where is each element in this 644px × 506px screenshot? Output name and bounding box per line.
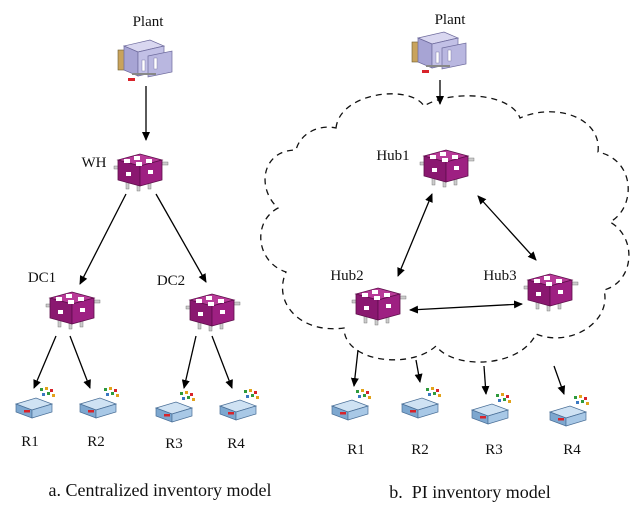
centralized-model: Plant WH DC1 DC2 R1 R2 R3 R4 a. Centrali…: [15, 14, 272, 500]
warehouse-icon: [113, 153, 169, 192]
edge-wh-dc1: [79, 193, 127, 285]
edge-cloud-r2: [414, 359, 423, 383]
caption-right: b. PI inventory model: [389, 482, 550, 502]
warehouse-icon: [419, 149, 475, 188]
hub3-label: Hub3: [483, 268, 516, 284]
pi-model: Plant Hub1 Hub2 Hub3 R1 R2 R3 R4 b. PI i…: [260, 12, 630, 502]
warehouse-icon: [45, 291, 101, 330]
retailer-label: R3: [165, 436, 183, 452]
plant-label-right: Plant: [435, 12, 467, 28]
retailer-label: R4: [227, 436, 245, 452]
edge-cloud-r3: [481, 365, 490, 395]
warehouse-icon: [523, 273, 579, 312]
edge-hub1-hub2: [397, 193, 433, 277]
edge-hub2-hub3: [409, 300, 523, 314]
store-icon: [155, 390, 196, 423]
edge-dc2-r4: [211, 335, 233, 389]
warehouse-icon: [351, 287, 407, 326]
retailer-label: R3: [485, 442, 503, 458]
dc2-label: DC2: [157, 273, 185, 289]
edge-cloud-r4: [553, 365, 566, 395]
pi-cloud: [260, 93, 630, 363]
retailer-label: R2: [87, 434, 105, 450]
retailer-label: R1: [347, 442, 365, 458]
retailer-label: R1: [21, 434, 39, 450]
store-icon: [219, 388, 260, 421]
edge-dc2-r3: [181, 335, 197, 389]
retailer-label: R4: [563, 442, 581, 458]
store-icon: [471, 392, 512, 425]
edge-hub1-hub3: [477, 195, 537, 261]
factory-icon: [117, 39, 173, 82]
edge-dc1-r1: [33, 335, 57, 389]
hub1-label: Hub1: [376, 148, 409, 164]
wh-label: WH: [82, 155, 107, 171]
edge-cloud-r1: [350, 349, 359, 387]
plant-label-left: Plant: [133, 14, 165, 30]
edge-dc1-r2: [69, 335, 91, 389]
store-icon: [549, 394, 590, 427]
store-icon: [15, 386, 56, 419]
dc1-label: DC1: [28, 270, 56, 286]
edge-wh-dc2: [155, 193, 207, 283]
retailer-label: R2: [411, 442, 429, 458]
factory-icon: [411, 31, 467, 74]
warehouse-icon: [185, 293, 241, 332]
store-icon: [401, 386, 442, 419]
store-icon: [331, 388, 372, 421]
hub2-label: Hub2: [330, 268, 363, 284]
store-icon: [79, 386, 120, 419]
caption-left: a. Centralized inventory model: [49, 480, 272, 500]
